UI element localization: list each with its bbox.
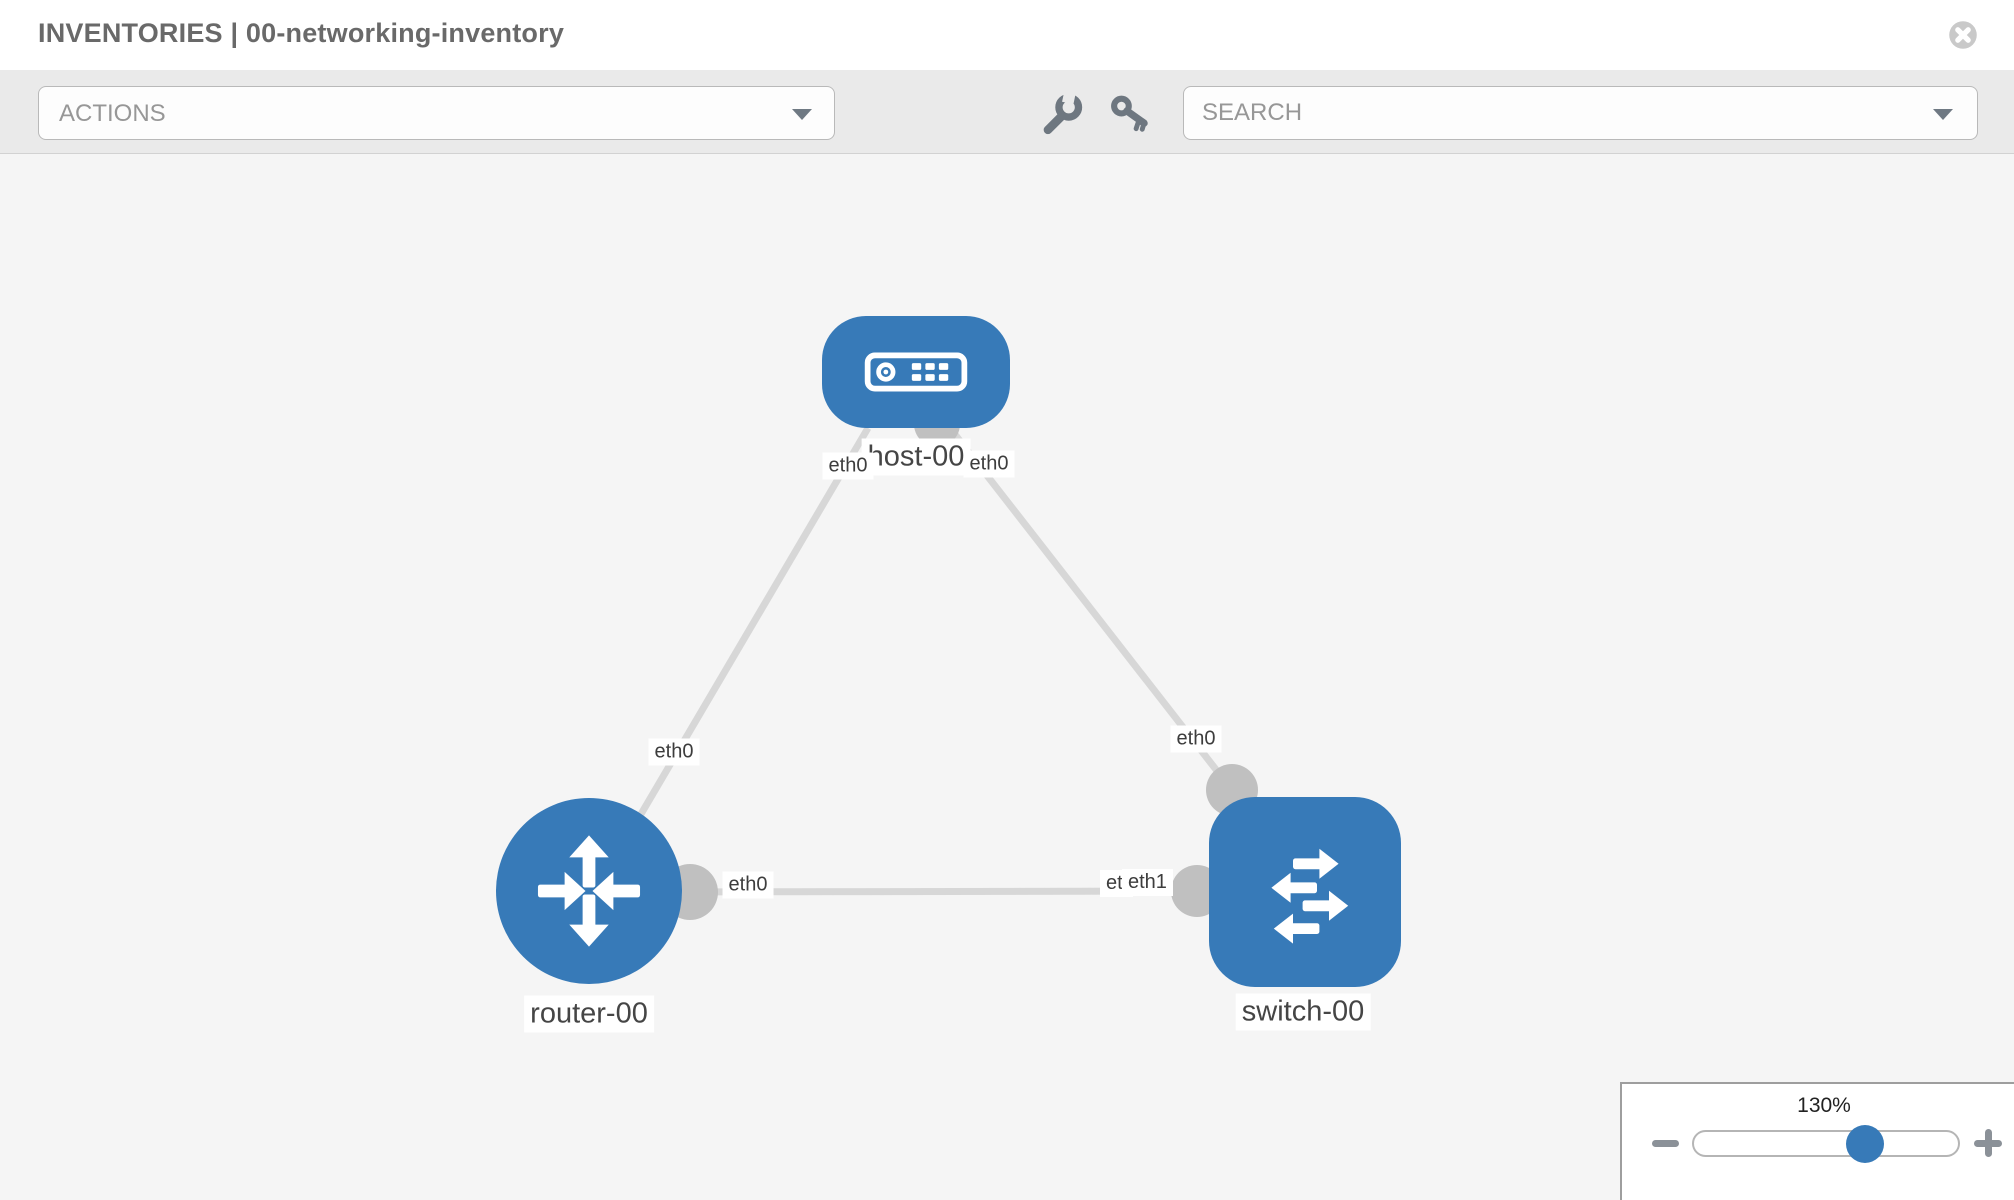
actions-dropdown-label: ACTIONS [59,100,166,127]
node-label-host: host-00 [861,438,971,476]
node-router-00[interactable] [496,798,682,984]
node-switch-00[interactable] [1209,797,1401,987]
if-label-switch-eth0-top: eth0 [1170,725,1222,753]
node-label-router: router-00 [524,995,654,1033]
search-caret-down-icon[interactable] [1933,109,1953,120]
links-layer [610,401,1258,920]
if-label-router-eth0-right: eth0 [722,871,774,899]
if-label-switch-eth1: eth1 [1122,869,1173,896]
zoom-slider-track[interactable] [1692,1130,1960,1157]
zoom-level-readout: 130% [1797,1094,1851,1117]
configure-button[interactable] [1040,89,1092,136]
zoom-out-minus-icon[interactable] [1652,1140,1679,1147]
zoom-panel: 130% [1620,1082,2014,1200]
zoom-slider-handle[interactable] [1846,1125,1884,1163]
link-host-router [610,426,872,862]
if-label-host-eth0-left: eth0 [822,452,874,480]
key-icon [1111,95,1148,132]
search-box [1183,86,1978,140]
node-host-00[interactable] [822,316,1010,428]
close-circle-icon [1949,21,1977,49]
close-button[interactable] [1947,19,1979,51]
zoom-in-plus-icon[interactable] [1973,1128,2003,1158]
toolbar: ACTIONS [0,70,2014,154]
page-header: INVENTORIES | 00-networking-inventory [0,0,2014,70]
router-icon [537,835,641,947]
if-label-host-eth0-right: eth0 [963,450,1015,478]
credentials-button[interactable] [1108,92,1160,136]
actions-dropdown[interactable]: ACTIONS [38,86,835,140]
page-title: INVENTORIES | 00-networking-inventory [38,18,565,48]
wrench-icon [1043,89,1083,135]
node-label-switch: switch-00 [1235,993,1371,1031]
if-label-router-eth0-top: eth0 [648,738,700,766]
topology-canvas[interactable]: host-00 router-00 switch-00 eth0 eth0 et… [0,154,2014,1200]
caret-down-icon [792,109,812,120]
switch-icon [1271,848,1349,944]
host-icon [864,352,968,392]
search-input[interactable] [1202,88,1902,138]
